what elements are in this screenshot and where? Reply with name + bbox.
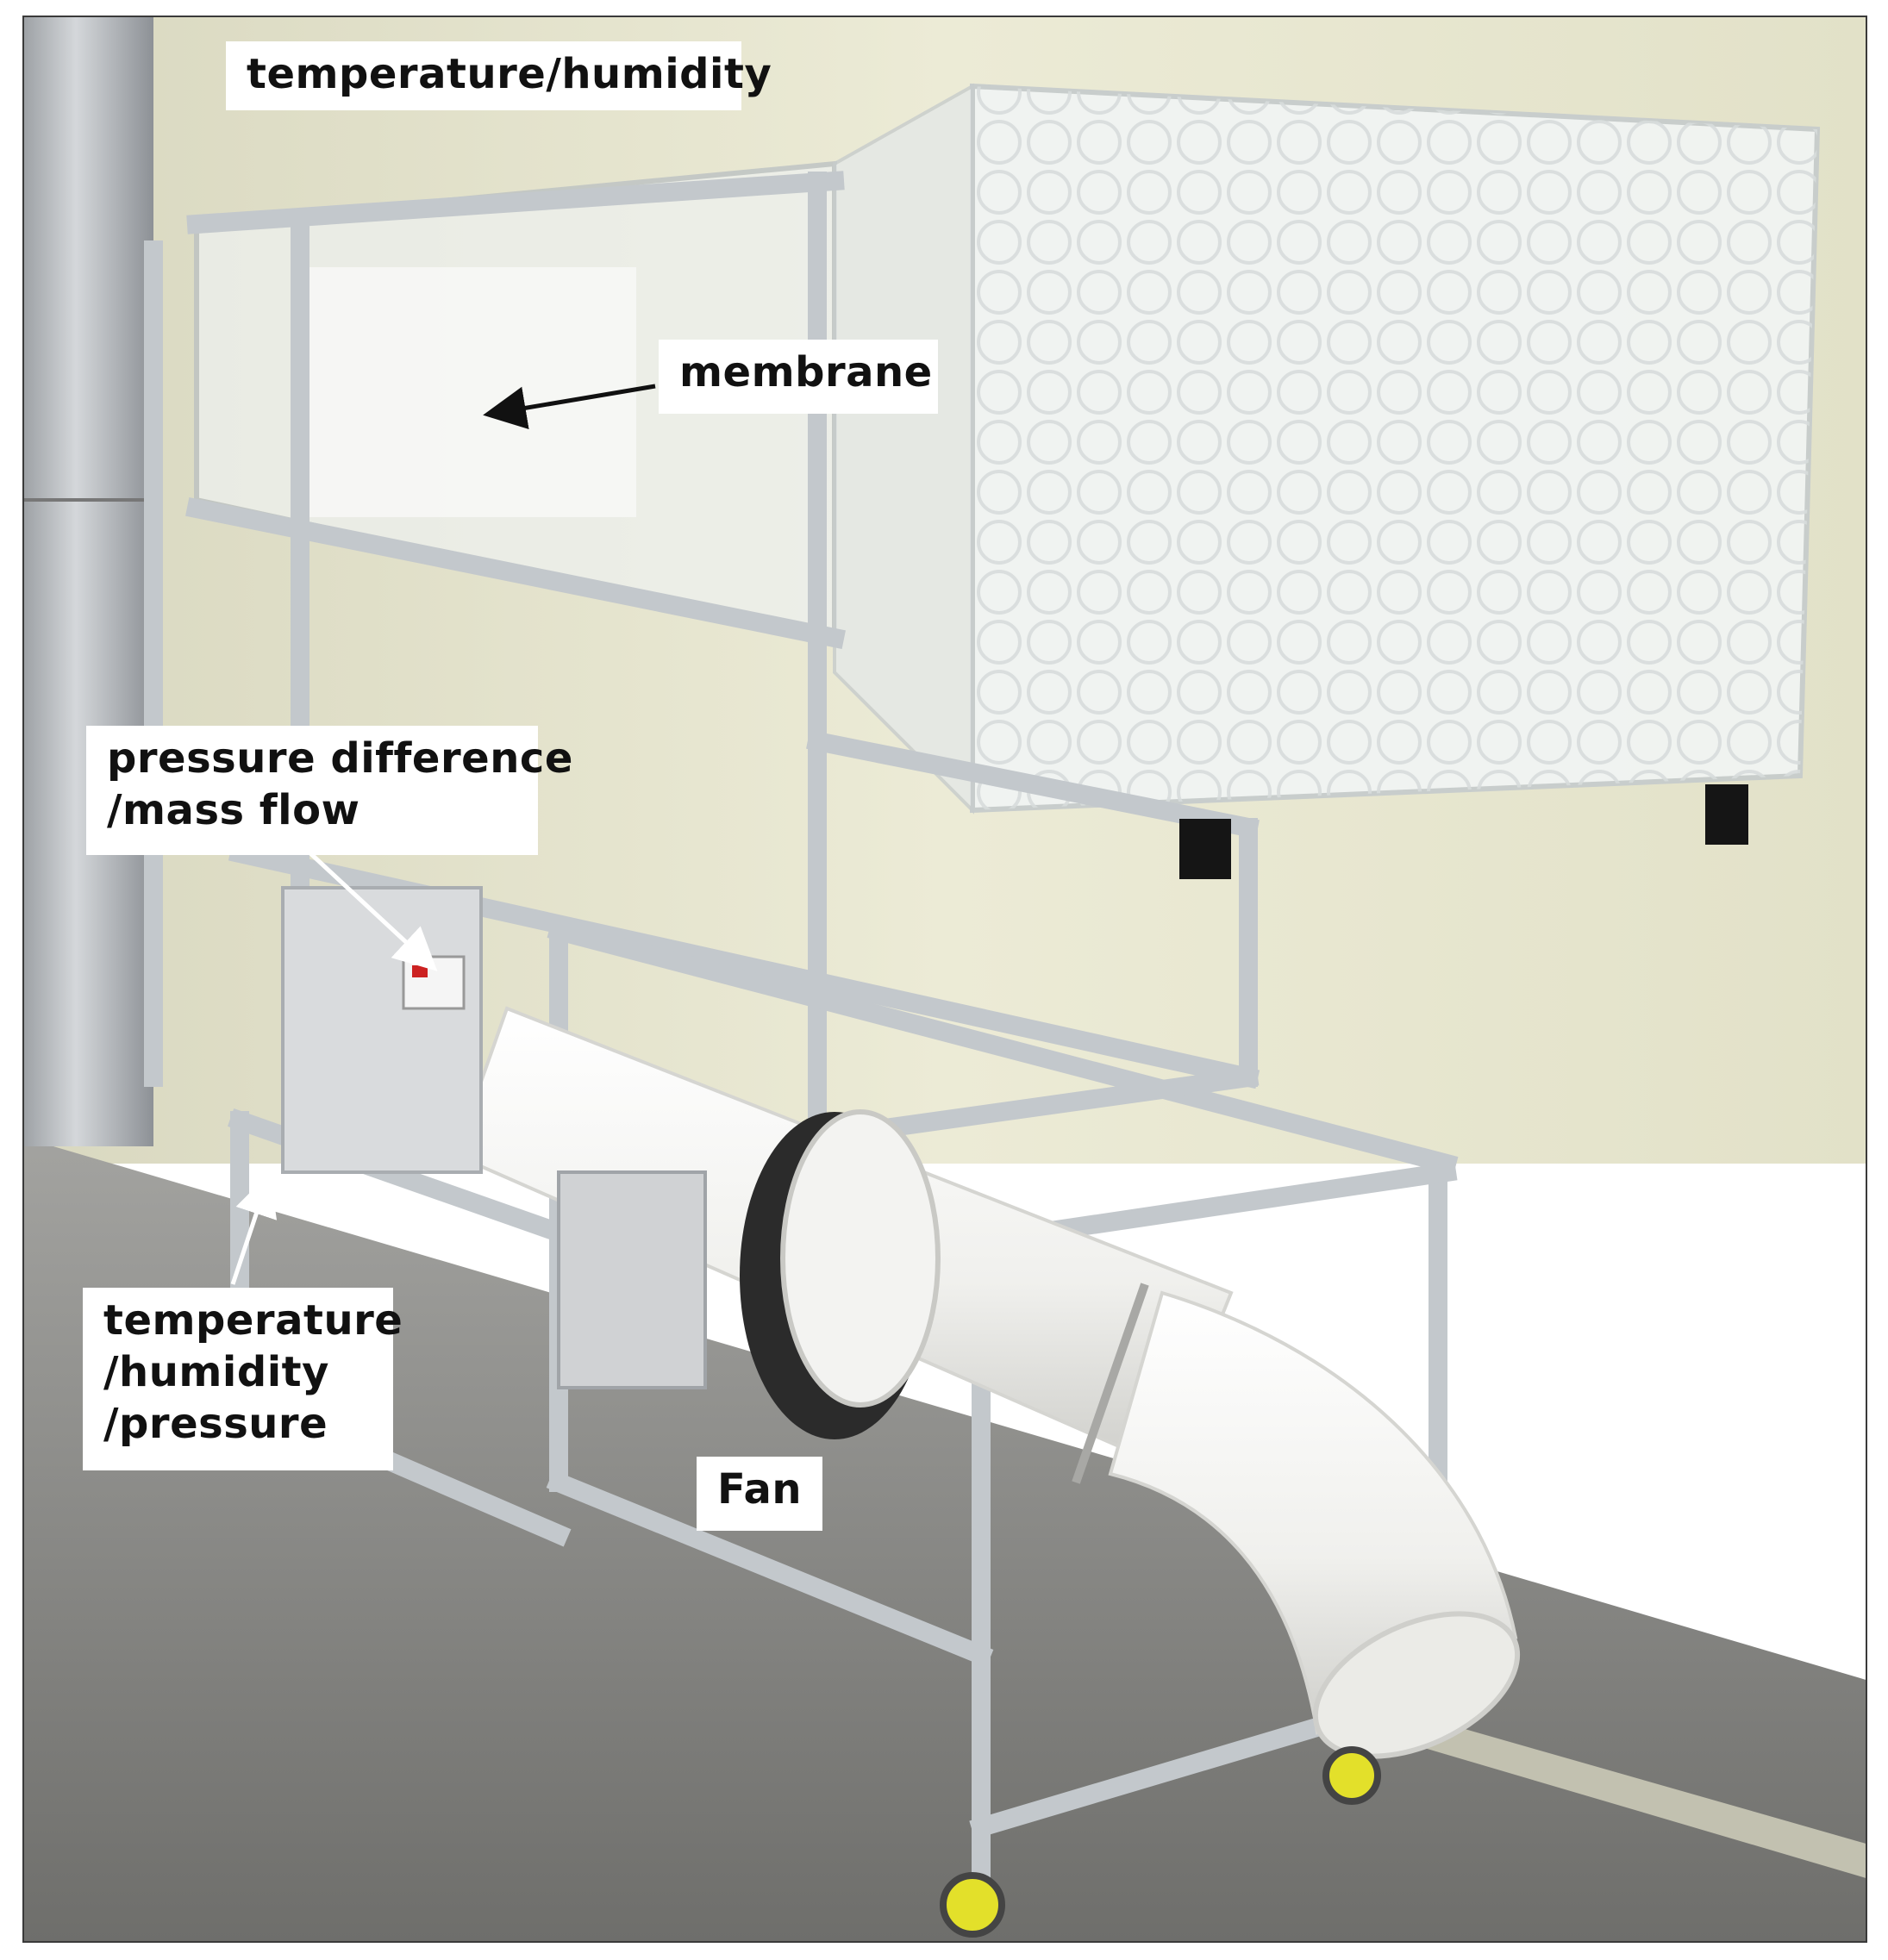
label-membrane: membrane <box>659 340 938 414</box>
pressure-sensor <box>402 955 466 1010</box>
fan-housing <box>740 1109 941 1439</box>
casters <box>940 1746 1381 1938</box>
experimental-apparatus-photo <box>22 16 1867 1943</box>
steel-cabinet <box>24 17 153 1146</box>
control-box <box>281 886 483 1174</box>
label-temperature-humidity-top: temperature/humidity <box>226 41 772 110</box>
fan-control-box <box>557 1170 707 1389</box>
label-pressure-mass-flow: pressure difference /mass flow <box>86 726 572 855</box>
label-fan: Fan <box>697 1457 822 1531</box>
frame-connectors <box>1179 784 1748 879</box>
label-temperature-humidity-pressure: temperature /humidity /pressure <box>83 1288 403 1470</box>
baseboard <box>1386 1707 1866 1878</box>
membrane-sheet <box>309 267 636 517</box>
apparatus-illustration <box>24 17 1866 1941</box>
